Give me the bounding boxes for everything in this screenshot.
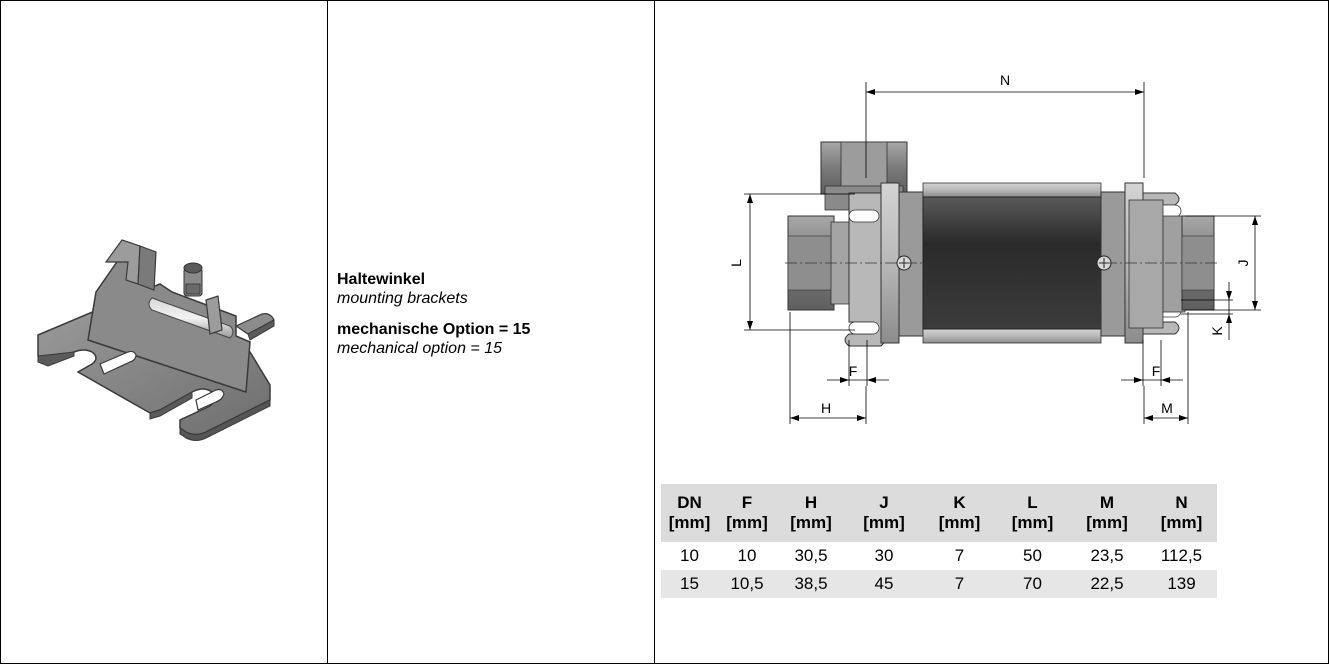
table-cell: 70 [997, 570, 1068, 598]
description-block: Haltewinkel mounting brackets mechanisch… [337, 270, 530, 358]
header-l: L[mm] [997, 484, 1068, 542]
table-cell: 10 [737, 546, 757, 565]
table-cell: 45 [846, 570, 922, 598]
table-cell: 30,5 [794, 546, 828, 565]
description-cell: Haltewinkel mounting brackets mechanisch… [328, 0, 654, 664]
dim-label-m: M [1161, 400, 1173, 416]
table-cell: 22,5 [1068, 570, 1146, 598]
table-cell: 112,5 [1160, 546, 1203, 565]
table-cell: 10 [680, 546, 699, 565]
table-cell: 7 [922, 570, 997, 598]
dim-label-j: J [1235, 260, 1251, 267]
header-j: J[mm] [846, 484, 922, 542]
dim-label-l: L [728, 259, 744, 267]
table-cell: 15 [661, 570, 718, 598]
dim-label-h: H [821, 400, 831, 416]
header-k: K[mm] [922, 484, 997, 542]
dimension-table: DN[mm] F[mm] H[mm] J[mm] K[mm] L[mm] M[m… [661, 484, 1217, 598]
table-cell: 23,5 [1090, 546, 1124, 565]
header-m: M[mm] [1068, 484, 1146, 542]
option-german: mechanische Option = 15 [337, 321, 531, 338]
dim-label-f-right: F [1152, 363, 1161, 379]
drawing-table-cell: N L J K F H F [655, 0, 1329, 664]
bracket-illustration-cell [0, 0, 327, 664]
mounting-bracket-image [37, 239, 275, 441]
header-h: H[mm] [776, 484, 846, 542]
dim-label-n: N [1000, 72, 1010, 88]
dim-label-k: K [1209, 326, 1225, 336]
table-cell: 7 [954, 546, 965, 565]
header-n: N[mm] [1146, 484, 1217, 542]
column-divider-2 [654, 0, 655, 664]
table-cell: 10,5 [718, 570, 776, 598]
table-cell: 139 [1146, 570, 1217, 598]
title-english: mounting brackets [337, 290, 468, 307]
table-cell: 30 [874, 546, 894, 565]
column-divider-1 [327, 0, 328, 664]
dim-label-f-left: F [849, 363, 858, 379]
table-row: 10 10 30,5 30 7 50 23,5 112,5 [661, 542, 1217, 570]
table-cell: 50 [1023, 546, 1042, 565]
title-german: Haltewinkel [337, 271, 426, 288]
dimension-drawing: N L J K F H F [728, 72, 1261, 424]
table-cell: 38,5 [776, 570, 846, 598]
header-f: F[mm] [718, 484, 776, 542]
table-row: 15 10,5 38,5 45 7 70 22,5 139 [661, 570, 1217, 598]
header-dn: DN[mm] [661, 484, 718, 542]
option-english: mechanical option = 15 [337, 340, 502, 357]
table-header-row: DN[mm] F[mm] H[mm] J[mm] K[mm] L[mm] M[m… [661, 484, 1217, 542]
